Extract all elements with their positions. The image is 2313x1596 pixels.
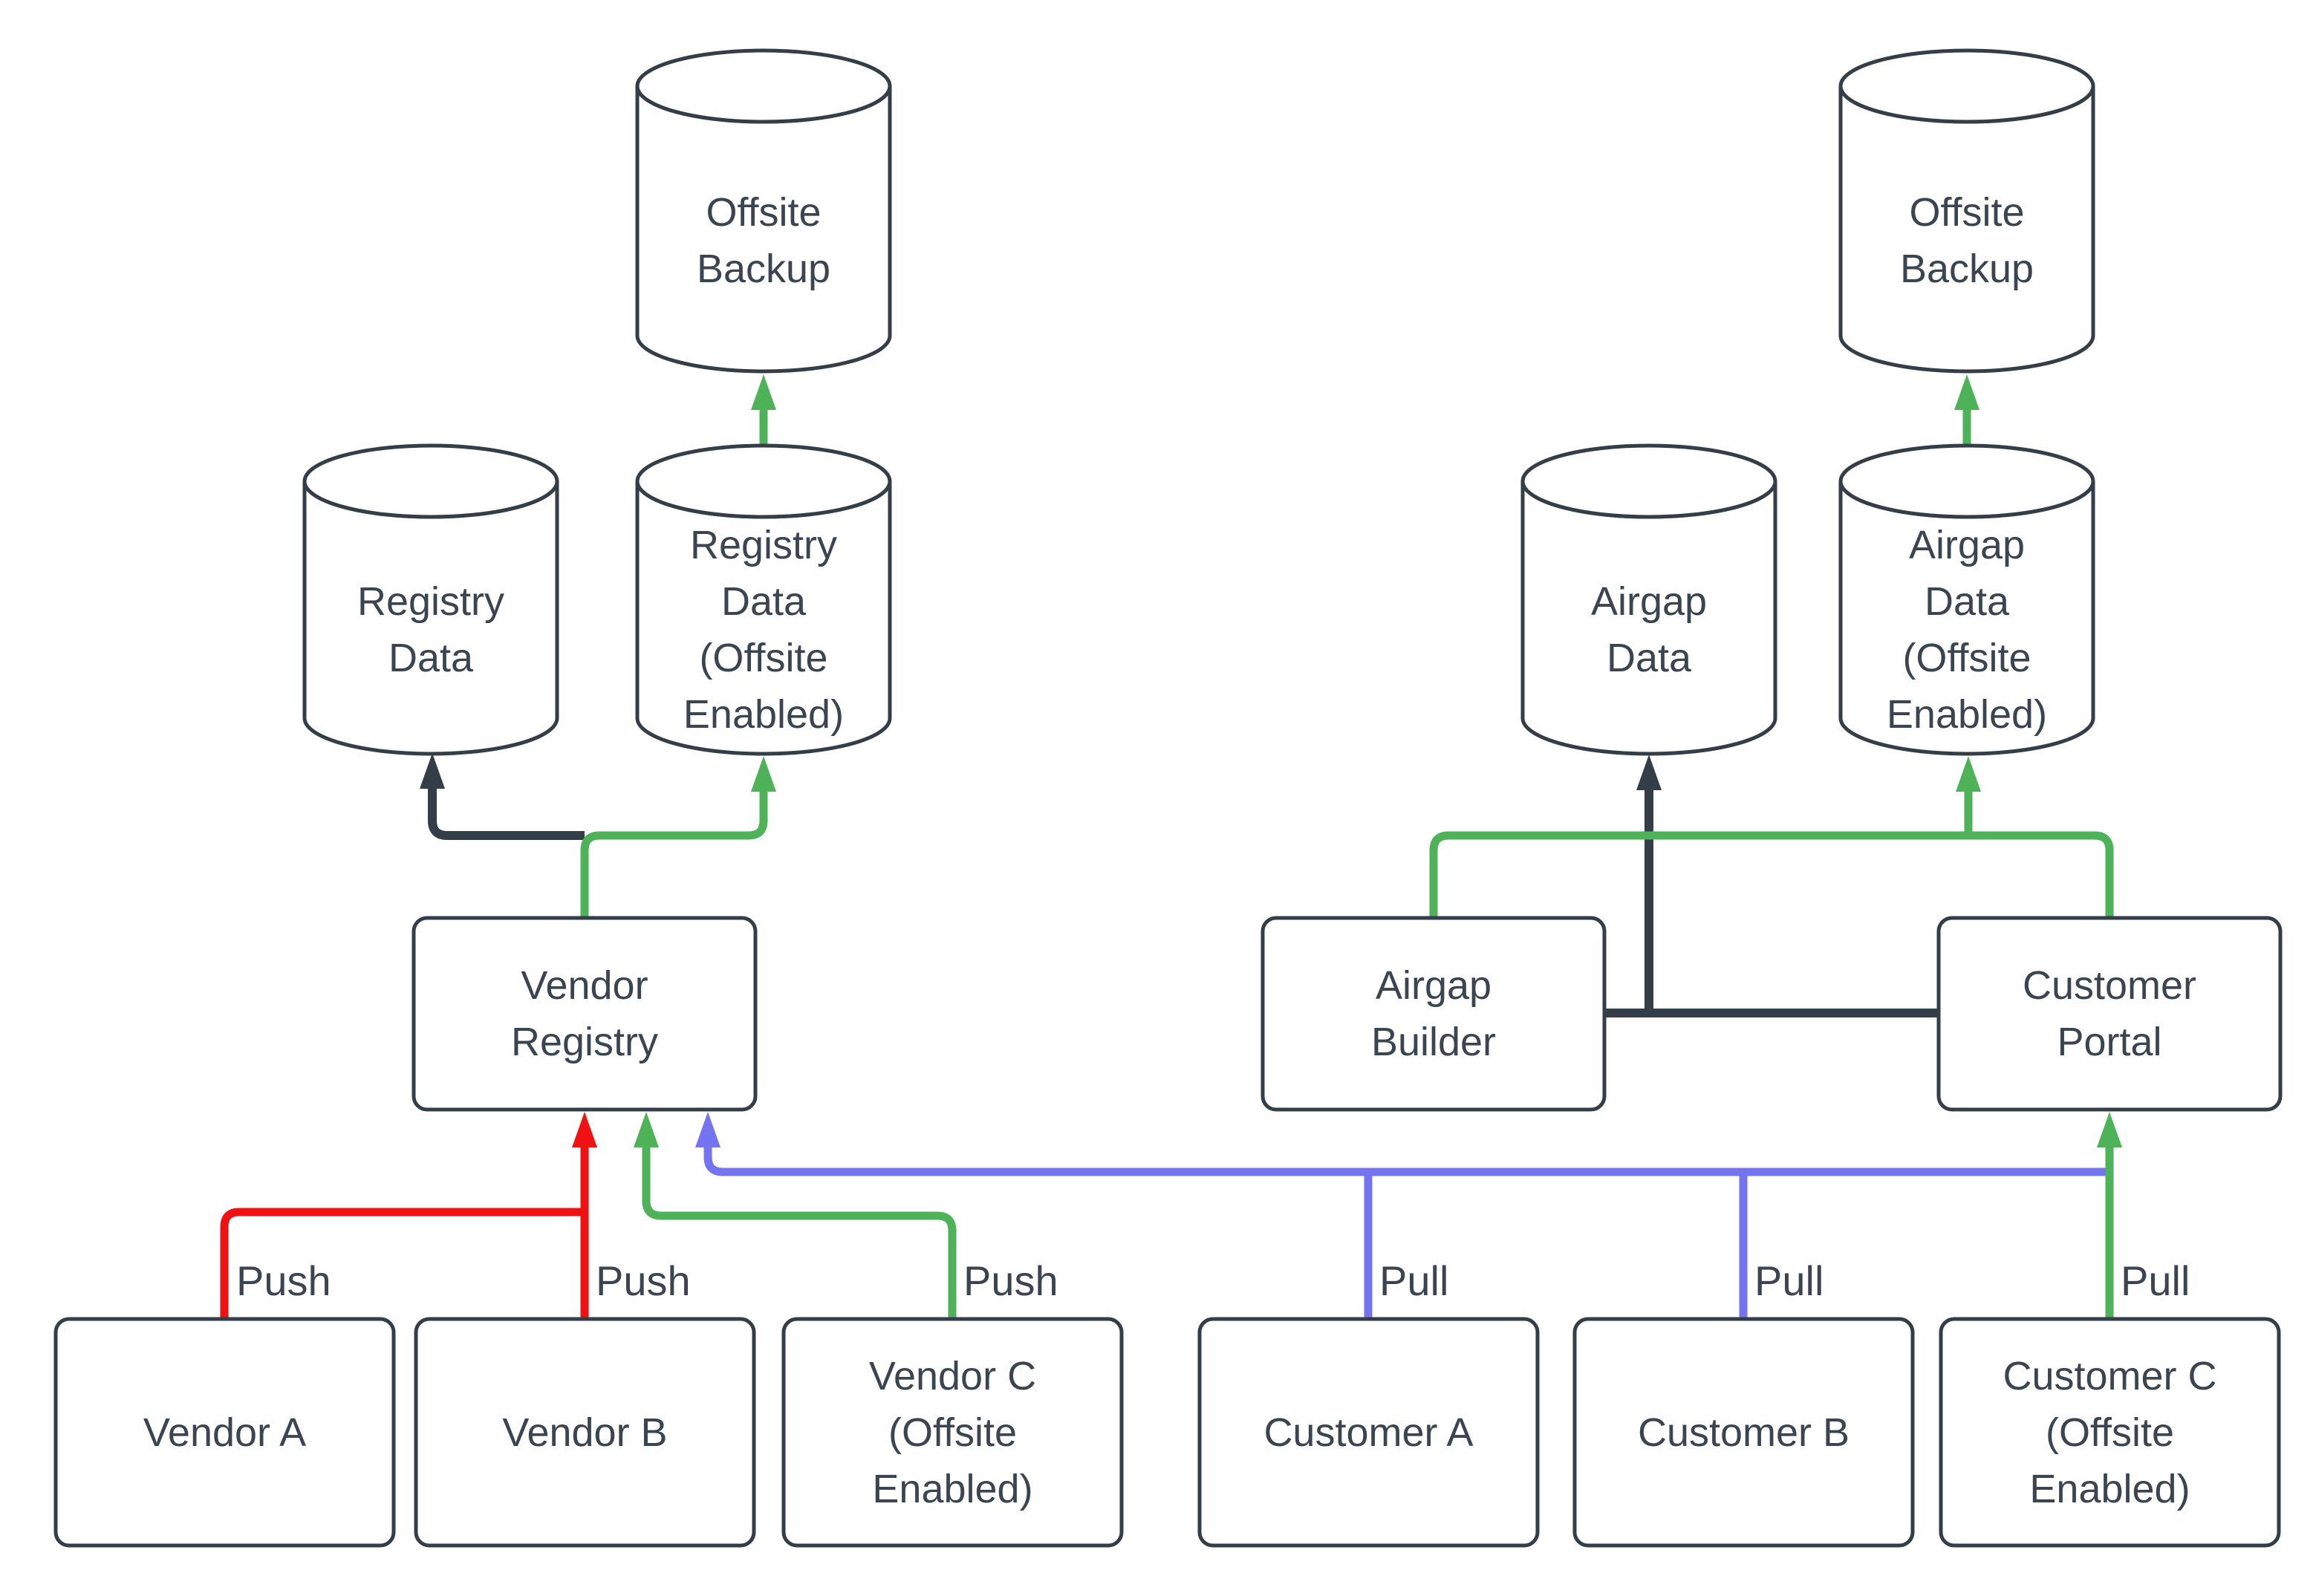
offsite-backup-left-cylinder: [635, 48, 892, 374]
edge-label-pull-customer-a: Pull: [1379, 1257, 1449, 1304]
arrowhead-into-registry-data-offsite: [751, 756, 776, 792]
arrowhead-vendor-c-into-vendor-registry: [634, 1112, 659, 1147]
vendor-b-box: [414, 1317, 756, 1548]
arrowhead-into-offsite-backup-right: [1954, 374, 1979, 410]
airgap-builder-box: [1260, 916, 1607, 1112]
customer-portal-box: [1936, 916, 2283, 1112]
customer-b-box: [1572, 1317, 1915, 1548]
edge-label-pull-customer-b: Pull: [1754, 1257, 1824, 1304]
customer-c-box: [1939, 1317, 2281, 1548]
edge-label-pull-customer-c: Pull: [2121, 1257, 2190, 1304]
customer-a-box: [1197, 1317, 1540, 1548]
arrowhead-pull-into-vendor-registry: [695, 1112, 720, 1147]
edge-registry-offsite-write: [580, 792, 768, 918]
arrowhead-push-into-vendor-registry: [572, 1112, 597, 1147]
edge-label-push-vendor-a: Push: [236, 1257, 331, 1304]
arrowhead-into-airgap-data-offsite: [1956, 756, 1981, 792]
registry-data-cylinder: [302, 443, 559, 756]
edge-airgap-offsite-trunk: [1429, 831, 2114, 918]
offsite-backup-right-cylinder: [1838, 48, 2095, 374]
edge-registry-write: [428, 789, 585, 840]
vendor-registry-box: [411, 916, 758, 1112]
arrowhead-into-customer-portal: [2097, 1112, 2122, 1147]
vendor-c-box: [781, 1317, 1124, 1548]
vendor-a-box: [53, 1317, 396, 1548]
edge-label-push-vendor-c: Push: [963, 1257, 1058, 1304]
arrowhead-into-offsite-backup-left: [751, 374, 776, 410]
edge-label-push-vendor-b: Push: [596, 1257, 691, 1304]
airgap-data-cylinder: [1520, 443, 1777, 756]
edge-customer-pull-trunk: [703, 1147, 2109, 1176]
registry-data-offsite-cylinder: [635, 443, 892, 756]
edge-vendor-a-push: [220, 1208, 585, 1319]
edge-vendor-c-push: [642, 1147, 957, 1319]
arrowhead-into-airgap-data: [1636, 755, 1662, 790]
arrowhead-into-registry-data: [420, 753, 445, 789]
airgap-data-offsite-cylinder: [1838, 443, 2095, 756]
